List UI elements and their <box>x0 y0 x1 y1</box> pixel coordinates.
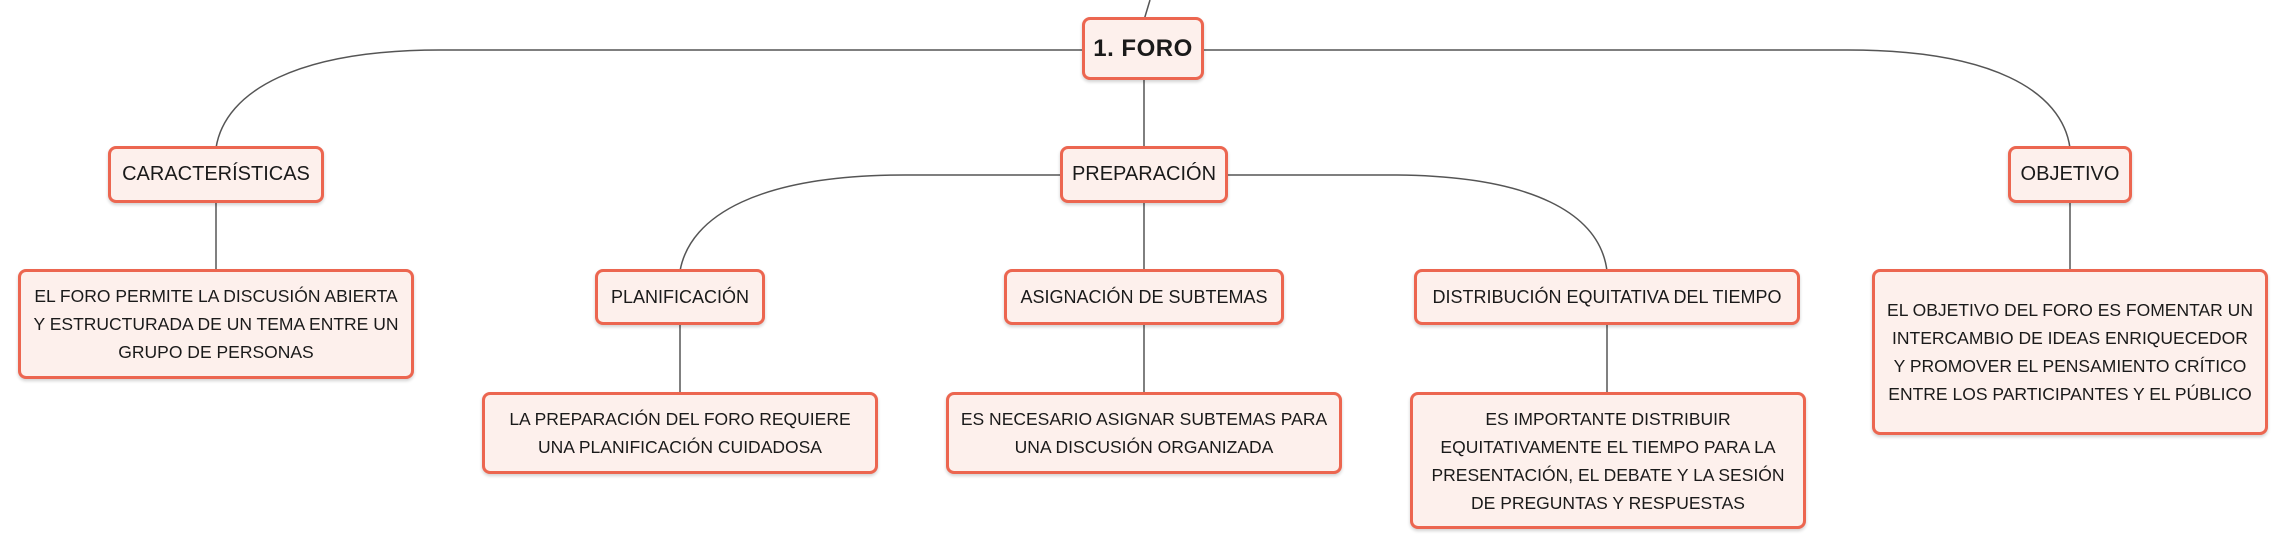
node-distribucion-tiempo-label: DISTRIBUCIÓN EQUITATIVA DEL TIEMPO <box>1432 286 1782 307</box>
link-root-objetivo <box>1204 49 2071 149</box>
node-objetivo-detail-text: EL OBJETIVO DEL FORO ES FOMENTAR UN INTE… <box>1887 300 2253 404</box>
node-planificacion-detail-text: LA PREPARACIÓN DEL FORO REQUIERE UNA PLA… <box>509 409 851 457</box>
link-root-caracteristicas <box>215 49 1082 149</box>
node-objetivo-label: OBJETIVO <box>2020 163 2120 185</box>
node-preparacion-label: PREPARACIÓN <box>1071 163 1217 185</box>
link-preparacion-distribucion <box>1226 174 1608 272</box>
root-node[interactable]: 1. FORO <box>1082 17 1204 80</box>
node-asignacion-subtemas-detail-text: ES NECESARIO ASIGNAR SUBTEMAS PARA UNA D… <box>960 409 1328 457</box>
node-asignacion-subtemas-detail[interactable]: ES NECESARIO ASIGNAR SUBTEMAS PARA UNA D… <box>946 392 1342 474</box>
node-asignacion-subtemas-label: ASIGNACIÓN DE SUBTEMAS <box>1020 286 1268 307</box>
node-caracteristicas[interactable]: CARACTERÍSTICAS <box>108 146 324 203</box>
node-planificacion-detail[interactable]: LA PREPARACIÓN DEL FORO REQUIERE UNA PLA… <box>482 392 878 474</box>
node-planificacion-label: PLANIFICACIÓN <box>610 286 750 307</box>
node-distribucion-tiempo-detail-text: ES IMPORTANTE DISTRIBUIR EQUITATIVAMENTE… <box>1431 408 1785 513</box>
parent-connector <box>1143 0 1151 21</box>
node-distribucion-tiempo-detail[interactable]: ES IMPORTANTE DISTRIBUIR EQUITATIVAMENTE… <box>1410 392 1806 529</box>
node-planificacion[interactable]: PLANIFICACIÓN <box>595 269 765 325</box>
node-objetivo-detail[interactable]: EL OBJETIVO DEL FORO ES FOMENTAR UN INTE… <box>1872 269 2268 435</box>
node-caracteristicas-label: CARACTERÍSTICAS <box>122 163 310 185</box>
node-objetivo[interactable]: OBJETIVO <box>2008 146 2132 203</box>
node-caracteristicas-detail[interactable]: EL FORO PERMITE LA DISCUSIÓN ABIERTA Y E… <box>18 269 414 379</box>
node-caracteristicas-detail-text: EL FORO PERMITE LA DISCUSIÓN ABIERTA Y E… <box>33 286 399 362</box>
node-distribucion-tiempo[interactable]: DISTRIBUCIÓN EQUITATIVA DEL TIEMPO <box>1414 269 1800 325</box>
node-preparacion[interactable]: PREPARACIÓN <box>1060 146 1228 203</box>
root-label: 1. FORO <box>1093 34 1193 62</box>
node-asignacion-subtemas[interactable]: ASIGNACIÓN DE SUBTEMAS <box>1004 269 1284 325</box>
link-preparacion-planificacion <box>679 174 1062 272</box>
